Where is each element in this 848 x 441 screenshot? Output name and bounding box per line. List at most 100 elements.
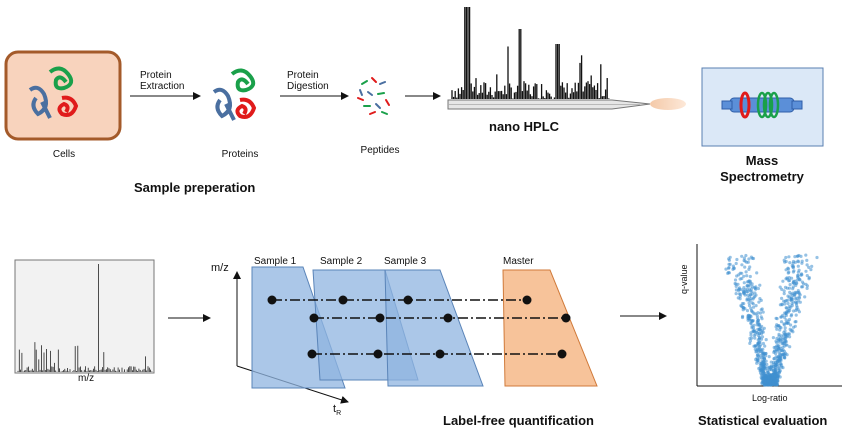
volcano-point — [734, 282, 738, 286]
volcano-point — [753, 336, 757, 340]
volcano-point — [745, 260, 749, 264]
volcano-point — [785, 286, 790, 290]
digestion-label-line2: Digestion — [287, 81, 329, 92]
volcano-point — [759, 308, 763, 312]
volcano-point — [766, 370, 770, 374]
volcano-point — [794, 297, 798, 301]
volcano-point — [733, 278, 738, 282]
volcano-point — [794, 320, 798, 324]
volcano-point — [755, 353, 760, 357]
digestion-label-line1: Protein — [287, 70, 319, 81]
volcano-point — [738, 277, 742, 281]
sample-3-label: Sample 3 — [384, 256, 427, 267]
volcano-point — [790, 313, 794, 317]
volcano-point — [809, 268, 813, 272]
cells-box — [4, 50, 122, 141]
volcano-point — [782, 258, 786, 262]
volcano-point — [743, 265, 747, 269]
volcano-point — [815, 255, 819, 260]
volcano-point — [774, 355, 778, 359]
volcano-point — [759, 337, 764, 341]
volcano-point — [795, 254, 799, 258]
volcano-point — [758, 311, 763, 315]
volcano-points — [724, 253, 819, 387]
volcano-point — [762, 326, 766, 330]
sample-1-label: Sample 1 — [254, 256, 297, 267]
volcano-point — [805, 263, 809, 267]
volcano-point — [726, 270, 731, 275]
volcano-point — [786, 301, 790, 306]
volcano-point — [792, 292, 797, 297]
volcano-point — [761, 341, 766, 346]
volcano-point — [772, 383, 776, 387]
volcano-point — [781, 366, 785, 370]
hplc-chromatogram — [451, 7, 610, 99]
volcano-point — [782, 330, 786, 335]
volcano-point — [764, 354, 768, 358]
volcano-point — [787, 279, 791, 283]
volcano-point — [766, 366, 770, 370]
volcano-point — [804, 253, 808, 257]
volcano-point — [774, 366, 778, 370]
volcano-point — [760, 335, 765, 339]
volcano-point — [747, 313, 751, 317]
volcano-point — [782, 315, 787, 319]
cells-label: Cells — [52, 149, 76, 160]
volcano-point — [764, 338, 768, 342]
volcano-point — [797, 292, 801, 296]
volcano-point — [773, 363, 777, 367]
volcano-point — [727, 258, 732, 262]
volcano-point — [786, 309, 790, 313]
volcano-point — [797, 295, 801, 299]
volcano-point — [757, 350, 761, 354]
volcano-point — [783, 355, 787, 359]
volcano-point — [728, 255, 732, 259]
volcano-point — [795, 307, 799, 311]
volcano-point — [760, 324, 764, 329]
volcano-point — [796, 260, 801, 264]
volcano-point — [782, 289, 786, 293]
volcano-point — [796, 275, 800, 279]
volcano-point — [780, 338, 785, 342]
volcano-point — [810, 264, 814, 268]
volcano-point — [753, 294, 757, 299]
volcano-point — [749, 287, 754, 291]
volcano-point — [745, 290, 749, 294]
volcano-point — [784, 277, 788, 281]
volcano-point — [778, 285, 782, 289]
spectrum-panel — [14, 259, 155, 374]
volcano-point — [766, 373, 770, 377]
volcano-point — [800, 273, 804, 277]
volcano-point — [777, 334, 781, 338]
volcano-point — [761, 310, 765, 314]
volcano-point — [749, 297, 753, 301]
volcano-point — [747, 301, 751, 305]
volcano-point — [755, 316, 760, 320]
volcano-point — [770, 373, 774, 377]
volcano-point — [807, 265, 811, 269]
volcano-point — [780, 296, 784, 300]
volcano-point — [758, 297, 762, 301]
volcano-point — [772, 345, 776, 350]
volcano-point — [777, 373, 781, 378]
volcano-point — [727, 262, 731, 266]
volcano-point — [780, 315, 784, 319]
volcano-point — [757, 323, 761, 327]
volcano-point — [737, 292, 741, 296]
volcano-point — [740, 263, 744, 267]
volcano-point — [752, 323, 756, 327]
volcano-point — [775, 383, 779, 387]
volcano-point — [744, 270, 748, 274]
volcano-point — [747, 267, 751, 271]
volcano-point — [757, 300, 761, 304]
volcano-point — [751, 302, 755, 306]
volcano-point — [800, 259, 804, 263]
volcano-point — [734, 261, 738, 266]
extraction-label-line1: Protein — [140, 70, 172, 81]
volcano-point — [756, 286, 761, 291]
volcano-point — [755, 359, 759, 363]
volcano-point — [805, 284, 810, 288]
volcano-point — [785, 343, 789, 347]
volcano-point — [751, 330, 755, 334]
volcano-point — [801, 285, 805, 289]
